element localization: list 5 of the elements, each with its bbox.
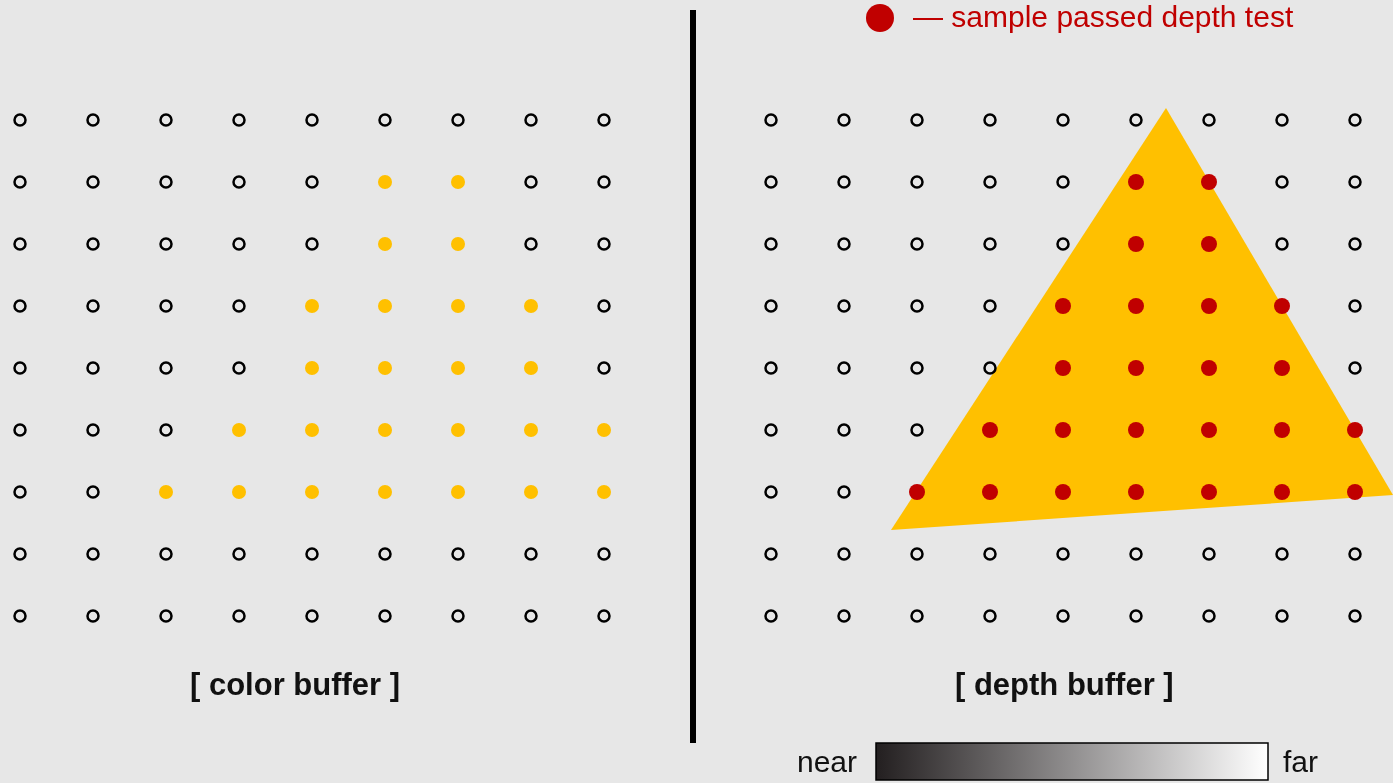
panel-caption: [ color buffer ] bbox=[190, 667, 401, 703]
scale-label: near bbox=[797, 745, 858, 779]
scale-label: far bbox=[1283, 745, 1318, 779]
legend-text: — sample passed depth test bbox=[913, 0, 1294, 34]
panel-caption: [ depth buffer ] bbox=[955, 667, 1174, 703]
